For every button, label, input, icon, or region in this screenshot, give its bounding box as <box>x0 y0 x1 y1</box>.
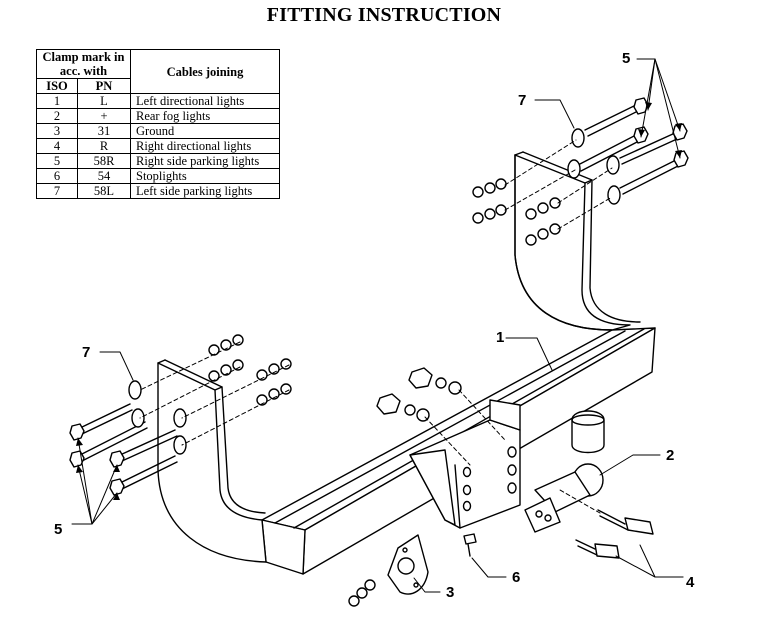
callout-right-washer: 7 <box>518 92 526 109</box>
row-desc: Left side parking lights <box>130 183 280 199</box>
callout-ball-bolts: 4 <box>686 574 695 591</box>
row-iso: 7 <box>36 183 78 199</box>
left-nuts <box>208 334 292 406</box>
callout-leaders <box>71 58 684 593</box>
table-header-pn: PN <box>77 78 131 94</box>
small-bolt <box>463 533 477 557</box>
callout-right-bolts: 5 <box>622 50 630 67</box>
table-row: 2+Rear fog lights <box>36 108 280 124</box>
left-bolts <box>69 380 187 496</box>
cable-joining-table: Clamp mark in acc. with Cables joining I… <box>36 49 280 199</box>
right-bracket <box>514 151 641 331</box>
right-bolts <box>567 97 689 205</box>
callout-left-washer: 7 <box>82 344 90 361</box>
row-desc: Right side parking lights <box>130 153 280 169</box>
center-nuts <box>376 367 462 422</box>
callout-main-bar: 1 <box>496 329 504 346</box>
page-title: FITTING INSTRUCTION <box>266 4 502 26</box>
row-pn: 58R <box>77 153 131 169</box>
callout-small-bolt: 6 <box>512 569 520 586</box>
callout-socket-plate: 3 <box>446 584 454 601</box>
callout-left-bolts: 5 <box>54 521 62 538</box>
socket-plate <box>387 534 429 595</box>
ball-bolts <box>575 509 654 559</box>
leader-arrowheads <box>76 102 682 500</box>
left-bracket <box>157 359 267 563</box>
table-header-clamp: Clamp mark in acc. with <box>36 49 131 79</box>
assembly-guide-lines <box>139 139 613 514</box>
socket-nuts <box>348 579 376 607</box>
tow-ball-assembly <box>524 410 605 533</box>
plate-holes <box>462 446 517 512</box>
row-desc: Rear fog lights <box>130 108 280 124</box>
callout-ball: 2 <box>666 447 674 464</box>
center-mount-plate <box>409 399 521 529</box>
row-desc: Right directional lights <box>130 138 280 154</box>
